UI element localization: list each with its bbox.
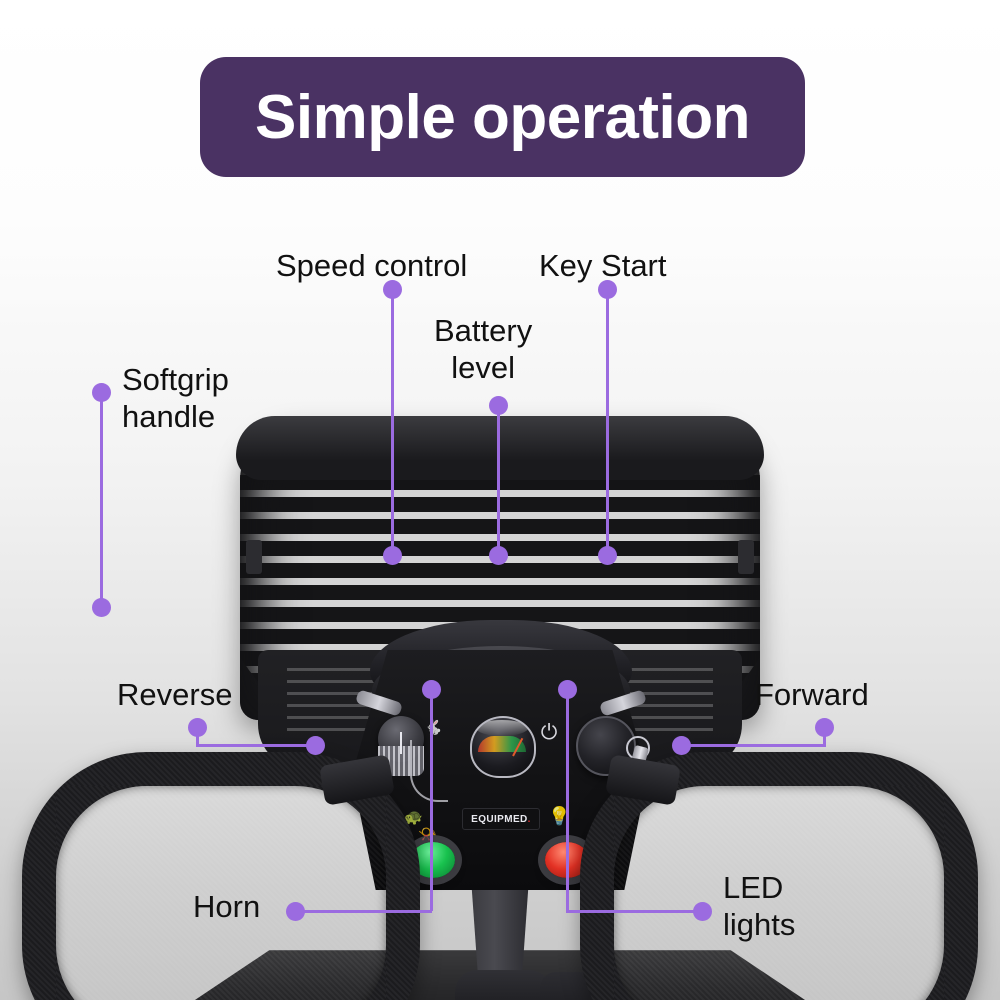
hare-icon: 🐇 bbox=[424, 719, 443, 736]
callout-dot-softgrip-end bbox=[92, 598, 111, 617]
callout-dot-horn-end bbox=[422, 680, 441, 699]
basket-rim bbox=[236, 416, 764, 480]
callout-label-horn: Horn bbox=[193, 889, 261, 924]
callout-line-led-horizontal bbox=[566, 910, 698, 913]
callout-line-horn-horizontal bbox=[295, 910, 432, 913]
title-banner: Simple operation bbox=[200, 57, 805, 177]
battery-gauge bbox=[470, 716, 536, 778]
callout-dot-speed-control-end bbox=[383, 546, 402, 565]
callout-label-forward: Forward bbox=[755, 677, 869, 712]
tiller-hinge bbox=[455, 970, 551, 1000]
callout-line-forward-horizontal bbox=[684, 744, 826, 747]
callout-label-reverse: Reverse bbox=[117, 677, 233, 712]
callout-label-softgrip-handle: Softgrip handle bbox=[122, 362, 229, 434]
callout-dot-key-start-end bbox=[598, 546, 617, 565]
callout-dot-led-label bbox=[693, 902, 712, 921]
page-title: Simple operation bbox=[255, 82, 750, 152]
callout-dot-battery-end bbox=[489, 546, 508, 565]
brand-mark: . bbox=[527, 813, 531, 825]
brand-badge: EQUIPMED. bbox=[462, 808, 540, 830]
basket-lip-left bbox=[246, 540, 262, 574]
callout-dot-led-end bbox=[558, 680, 577, 699]
callout-label-battery-level: Battery level bbox=[434, 313, 533, 385]
callout-line-reverse-vertical bbox=[196, 727, 199, 747]
basket-lip-right bbox=[738, 540, 754, 574]
knob-indicator-mark bbox=[400, 732, 402, 754]
callout-line-key-start bbox=[606, 289, 609, 555]
callout-line-horn-vertical bbox=[430, 689, 433, 911]
callout-label-key-start: Key Start bbox=[539, 248, 667, 283]
horn-icon: 📯 bbox=[418, 826, 437, 843]
headlight-icon: 💡 bbox=[548, 806, 571, 826]
callout-line-reverse-horizontal bbox=[196, 744, 318, 747]
gauge-glass-gloss bbox=[476, 720, 528, 736]
callout-line-softgrip bbox=[100, 392, 103, 606]
brand-name: EQUIPMED bbox=[471, 813, 528, 825]
callout-line-forward-vertical bbox=[823, 727, 826, 747]
callout-line-led-vertical bbox=[566, 689, 569, 911]
product-photo: ⏻ 🐇 🐢 📯 💡 EQUIPMED. bbox=[0, 180, 1000, 1000]
power-icon: ⏻ bbox=[540, 721, 558, 744]
callout-label-led-lights: LED lights bbox=[723, 870, 796, 942]
callout-dot-reverse-end bbox=[306, 736, 325, 755]
tortoise-icon: 🐢 bbox=[404, 809, 423, 826]
gauge-color-arc bbox=[478, 736, 526, 752]
callout-dot-forward-end bbox=[672, 736, 691, 755]
callout-line-speed-control bbox=[391, 289, 394, 555]
callout-line-battery bbox=[497, 405, 500, 555]
callout-label-speed-control: Speed control bbox=[276, 248, 468, 283]
